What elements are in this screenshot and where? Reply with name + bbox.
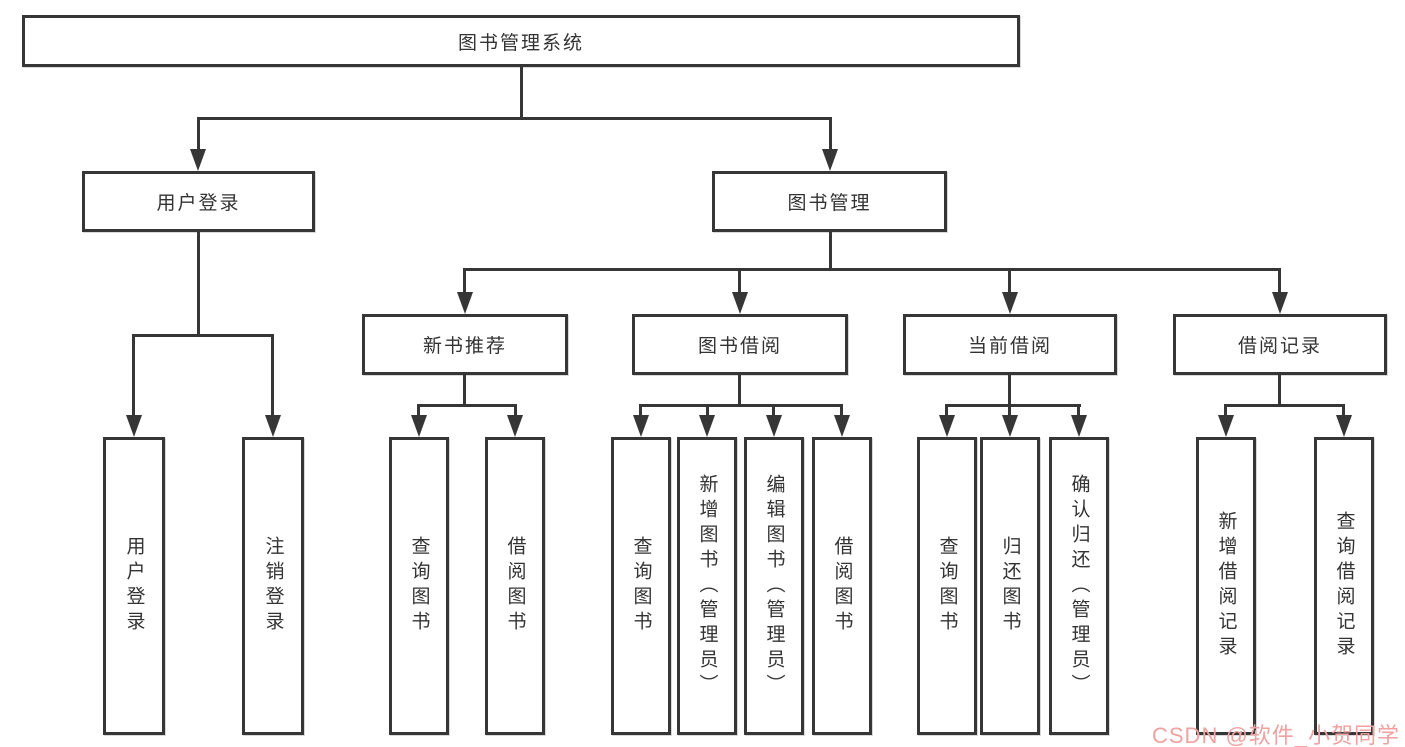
node-current-borrow-label: 当前借阅 xyxy=(967,336,1052,357)
leaf-add-borrow-record: 新增借阅记录 xyxy=(1196,437,1256,735)
connector-hline xyxy=(1224,404,1345,407)
connector-vline xyxy=(271,334,274,417)
node-new-book-recommend: 新书推荐 xyxy=(362,314,568,375)
node-user-login-label: 用户登录 xyxy=(156,193,241,214)
connector-vline xyxy=(132,334,135,417)
connector-vline xyxy=(1008,268,1011,294)
connector-vline xyxy=(738,375,741,406)
arrow-down-icon xyxy=(1336,415,1352,437)
node-book-mgmt-label: 图书管理 xyxy=(787,193,872,214)
connector-vline xyxy=(1342,404,1345,418)
connector-hline xyxy=(463,268,1281,271)
arrow-down-icon xyxy=(766,415,782,437)
connector-vline xyxy=(197,117,200,151)
leaf-return-books-label: 归还图书 xyxy=(999,536,1021,636)
connector-hline xyxy=(417,404,517,407)
leaf-add-borrow-record-label: 新增借阅记录 xyxy=(1215,511,1237,661)
arrow-down-icon xyxy=(699,415,715,437)
arrow-down-icon xyxy=(457,292,473,314)
arrow-down-icon xyxy=(411,415,427,437)
arrow-down-icon xyxy=(732,292,748,314)
arrow-down-icon xyxy=(822,149,838,171)
arrow-down-icon xyxy=(834,415,850,437)
connector-vline xyxy=(1077,404,1080,418)
leaf-query-books-current-label: 查询图书 xyxy=(936,536,958,636)
arrow-down-icon xyxy=(265,415,281,437)
arrow-down-icon xyxy=(1002,415,1018,437)
leaf-query-books-recommend: 查询图书 xyxy=(389,437,449,735)
node-current-borrow: 当前借阅 xyxy=(903,314,1117,375)
node-book-borrow: 图书借阅 xyxy=(632,314,848,375)
connector-vline xyxy=(197,232,200,337)
leaf-confirm-return-admin-label: 确认归还（管理员） xyxy=(1068,473,1090,699)
leaf-user-login-label: 用户登录 xyxy=(123,536,145,636)
leaf-logout: 注销登录 xyxy=(242,437,304,735)
node-borrow-record-label: 借阅记录 xyxy=(1237,336,1322,357)
leaf-return-books: 归还图书 xyxy=(980,437,1040,735)
node-book-mgmt: 图书管理 xyxy=(712,171,947,232)
arrow-down-icon xyxy=(126,415,142,437)
arrow-down-icon xyxy=(1218,415,1234,437)
node-borrow-record: 借阅记录 xyxy=(1173,314,1387,375)
connector-vline xyxy=(829,232,832,271)
leaf-borrow-books-label: 借阅图书 xyxy=(831,536,853,636)
connector-vline xyxy=(738,268,741,294)
arrow-down-icon xyxy=(190,149,206,171)
connector-vline xyxy=(463,268,466,294)
leaf-logout-label: 注销登录 xyxy=(262,536,284,636)
connector-vline xyxy=(1278,375,1281,406)
arrow-down-icon xyxy=(1002,292,1018,314)
leaf-query-books-recommend-label: 查询图书 xyxy=(408,536,430,636)
connector-vline xyxy=(1224,404,1227,418)
connector-vline xyxy=(1008,375,1011,406)
node-root-label: 图书管理系统 xyxy=(457,32,584,54)
leaf-edit-books-admin-label: 编辑图书（管理员） xyxy=(763,473,785,699)
leaf-query-borrow-record-label: 查询借阅记录 xyxy=(1333,511,1355,661)
node-book-borrow-label: 图书借阅 xyxy=(697,336,782,357)
leaf-query-borrow-record: 查询借阅记录 xyxy=(1314,437,1374,735)
arrow-down-icon xyxy=(1071,415,1087,437)
connector-vline xyxy=(1278,268,1281,294)
leaf-borrow-books-recommend-label: 借阅图书 xyxy=(504,536,526,636)
arrow-down-icon xyxy=(939,415,955,437)
node-root: 图书管理系统 xyxy=(22,15,1020,67)
leaf-borrow-books-recommend: 借阅图书 xyxy=(485,437,545,735)
connector-hline xyxy=(132,334,274,337)
arrow-down-icon xyxy=(1272,292,1288,314)
leaf-query-books-current: 查询图书 xyxy=(917,437,977,735)
arrow-down-icon xyxy=(633,415,649,437)
connector-hline xyxy=(197,117,832,120)
connector-vline xyxy=(639,404,642,418)
connector-vline xyxy=(840,404,843,418)
connector-vline xyxy=(463,375,466,406)
arrow-down-icon xyxy=(507,415,523,437)
connector-vline xyxy=(417,404,420,418)
connector-hline xyxy=(945,404,1081,407)
leaf-add-books-admin: 新增图书（管理员） xyxy=(677,437,737,735)
connector-vline xyxy=(520,67,523,118)
connector-hline xyxy=(639,404,843,407)
node-user-login: 用户登录 xyxy=(82,171,315,232)
leaf-borrow-books: 借阅图书 xyxy=(812,437,872,735)
connector-vline xyxy=(829,117,832,151)
leaf-query-books-borrow: 查询图书 xyxy=(611,437,671,735)
leaf-user-login: 用户登录 xyxy=(103,437,165,735)
leaf-add-books-admin-label: 新增图书（管理员） xyxy=(696,473,718,699)
connector-vline xyxy=(514,404,517,418)
leaf-confirm-return-admin: 确认归还（管理员） xyxy=(1049,437,1109,735)
csdn-watermark: CSDN @软件_小贺同学 xyxy=(1152,723,1401,747)
connector-vline xyxy=(706,404,709,418)
connector-vline xyxy=(772,404,775,418)
connector-vline xyxy=(945,404,948,418)
connector-vline xyxy=(1008,404,1011,418)
leaf-edit-books-admin: 编辑图书（管理员） xyxy=(744,437,804,735)
node-new-book-recommend-label: 新书推荐 xyxy=(422,336,507,357)
leaf-query-books-borrow-label: 查询图书 xyxy=(630,536,652,636)
